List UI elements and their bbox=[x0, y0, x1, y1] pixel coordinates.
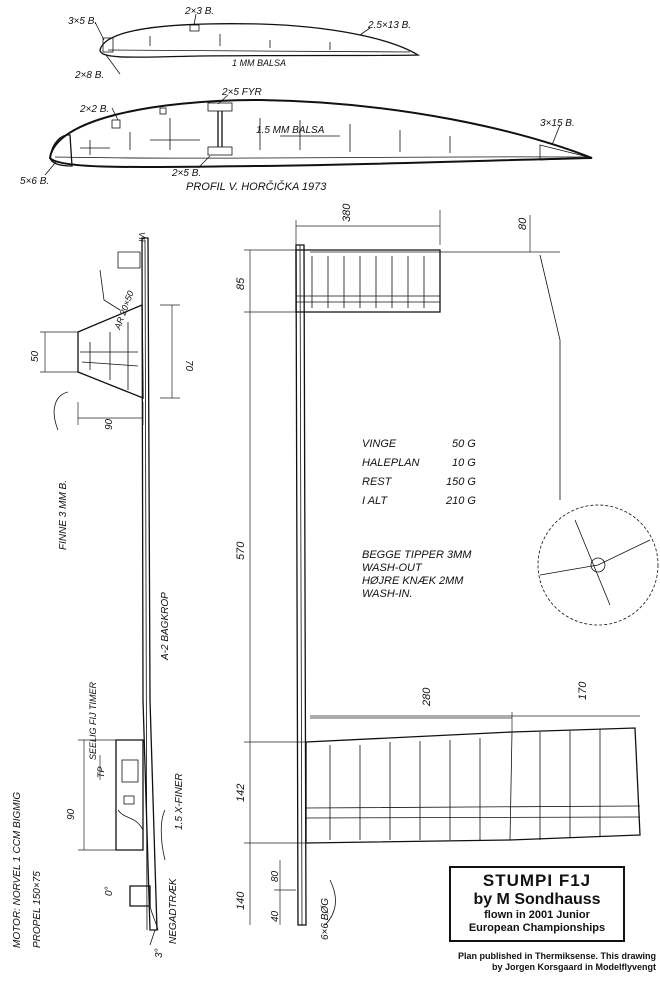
credit: Plan published in Thermiksense. This dra… bbox=[416, 951, 656, 973]
label-downthrust: 3° bbox=[154, 948, 165, 958]
label-spar-bottom-main: 2×5 B. bbox=[171, 168, 201, 179]
weight-label: REST bbox=[362, 476, 393, 488]
dim-nose-len: 140 bbox=[235, 891, 247, 910]
label-sheeting-small: 1 MM BALSA bbox=[232, 58, 286, 68]
dim-tip-dihedral: 170 bbox=[577, 681, 589, 700]
top-view: 380 85 570 142 140 80 40 80 280 170 6×6 … bbox=[235, 203, 659, 940]
label-spar-top-main: 2×5 FYR bbox=[221, 87, 262, 98]
airfoil-small: 3×5 B. 2×3 B. 2.5×13 B. 2×8 B. 1 MM BALS… bbox=[68, 6, 421, 81]
dim-fin-left: 50 bbox=[30, 350, 41, 362]
label-propel: PROPEL 150×75 bbox=[32, 871, 43, 948]
label-fin: FINNE 3 MM B. bbox=[58, 480, 69, 550]
dim-stab-chord: 85 bbox=[235, 277, 247, 290]
label-fuselage-tip: 6×6 BØG bbox=[320, 898, 331, 940]
dim-dihedral-top: 80 bbox=[517, 217, 529, 230]
label-xfiner: 1.5 X-FINER bbox=[174, 773, 185, 830]
label-motor: MOTOR: NORVEL 1 CCM BIGMIG bbox=[12, 792, 23, 948]
dim-wing-chord: 142 bbox=[235, 784, 247, 802]
weight-value: 10 G bbox=[452, 457, 476, 469]
title-box: STUMPI F1J by M Sondhauss flown in 2001 … bbox=[449, 866, 625, 942]
note-line: WASH-IN. bbox=[362, 588, 413, 600]
plan-title: STUMPI F1J bbox=[482, 871, 592, 890]
dim-fin-right: 70 bbox=[183, 360, 194, 372]
dim-pylon: 90 bbox=[66, 808, 77, 820]
label-sheeting-main: 1.5 MM BALSA bbox=[256, 125, 325, 136]
plan-subtitle-2: European Championships bbox=[468, 922, 606, 934]
dim-stab-span: 380 bbox=[341, 203, 353, 222]
side-view: VII FINNE 3 MM B. AR 20×50 50 70 90 A-2 … bbox=[12, 232, 194, 958]
weight-value: 50 G bbox=[452, 438, 476, 450]
label-spar-front-small: 3×5 B. bbox=[68, 16, 97, 27]
weight-label: HALEPLAN bbox=[362, 457, 420, 469]
notes: BEGGE TIPPER 3MM WASH-OUT HØJRE KNÆK 2MM… bbox=[362, 549, 472, 600]
label-incidence: 0° bbox=[104, 886, 115, 896]
label-profile: PROFIL V. HORČIČKA 1973 bbox=[186, 180, 327, 193]
weight-label: VINGE bbox=[362, 438, 397, 450]
weight-label: I ALT bbox=[362, 495, 388, 507]
label-tp: TP bbox=[96, 766, 106, 778]
weights-table: VINGE 50 G HALEPLAN 10 G REST 150 G I AL… bbox=[362, 438, 476, 507]
label-te-main: 3×15 B. bbox=[540, 118, 575, 129]
credit-line-1: Plan published in Thermiksense. This dra… bbox=[457, 951, 656, 961]
label-spar-front-main: 2×2 B. bbox=[79, 104, 109, 115]
label-le-main: 5×6 B. bbox=[20, 176, 49, 187]
label-te-small: 2.5×13 B. bbox=[367, 20, 411, 31]
label-nose: NEGADTRÆK bbox=[168, 877, 179, 944]
airfoil-main: 2×2 B. 2×5 FYR 1.5 MM BALSA 3×15 B. 5×6 … bbox=[20, 87, 593, 193]
dim-nose-a: 80 bbox=[270, 870, 281, 882]
dim-wing-half: 280 bbox=[421, 687, 433, 707]
label-boom: A-2 BAGKROP bbox=[160, 592, 171, 661]
label-timer: SEELIG FIJ TIMER bbox=[88, 681, 98, 760]
label-spar-top-small: 2×3 B. bbox=[184, 6, 214, 17]
plan-subtitle-1: flown in 2001 Junior bbox=[484, 909, 590, 921]
note-line: WASH-OUT bbox=[362, 562, 423, 574]
label-le-small: 2×8 B. bbox=[74, 70, 104, 81]
note-line: BEGGE TIPPER 3MM bbox=[362, 549, 472, 561]
weight-value: 210 G bbox=[445, 495, 476, 507]
credit-line-2: by Jorgen Korsgaard in Modelflyvengt bbox=[491, 962, 656, 972]
plan-author: by M Sondhauss bbox=[473, 891, 601, 908]
dim-fin-base: 90 bbox=[104, 418, 115, 430]
weight-value: 150 G bbox=[446, 476, 476, 488]
label-fin-area: AR 20×50 bbox=[112, 289, 136, 331]
note-line: HØJRE KNÆK 2MM bbox=[362, 575, 464, 587]
dim-nose-b: 40 bbox=[270, 910, 281, 922]
dim-tail-moment: 570 bbox=[235, 541, 247, 560]
label-top-mark: VII bbox=[137, 232, 146, 243]
